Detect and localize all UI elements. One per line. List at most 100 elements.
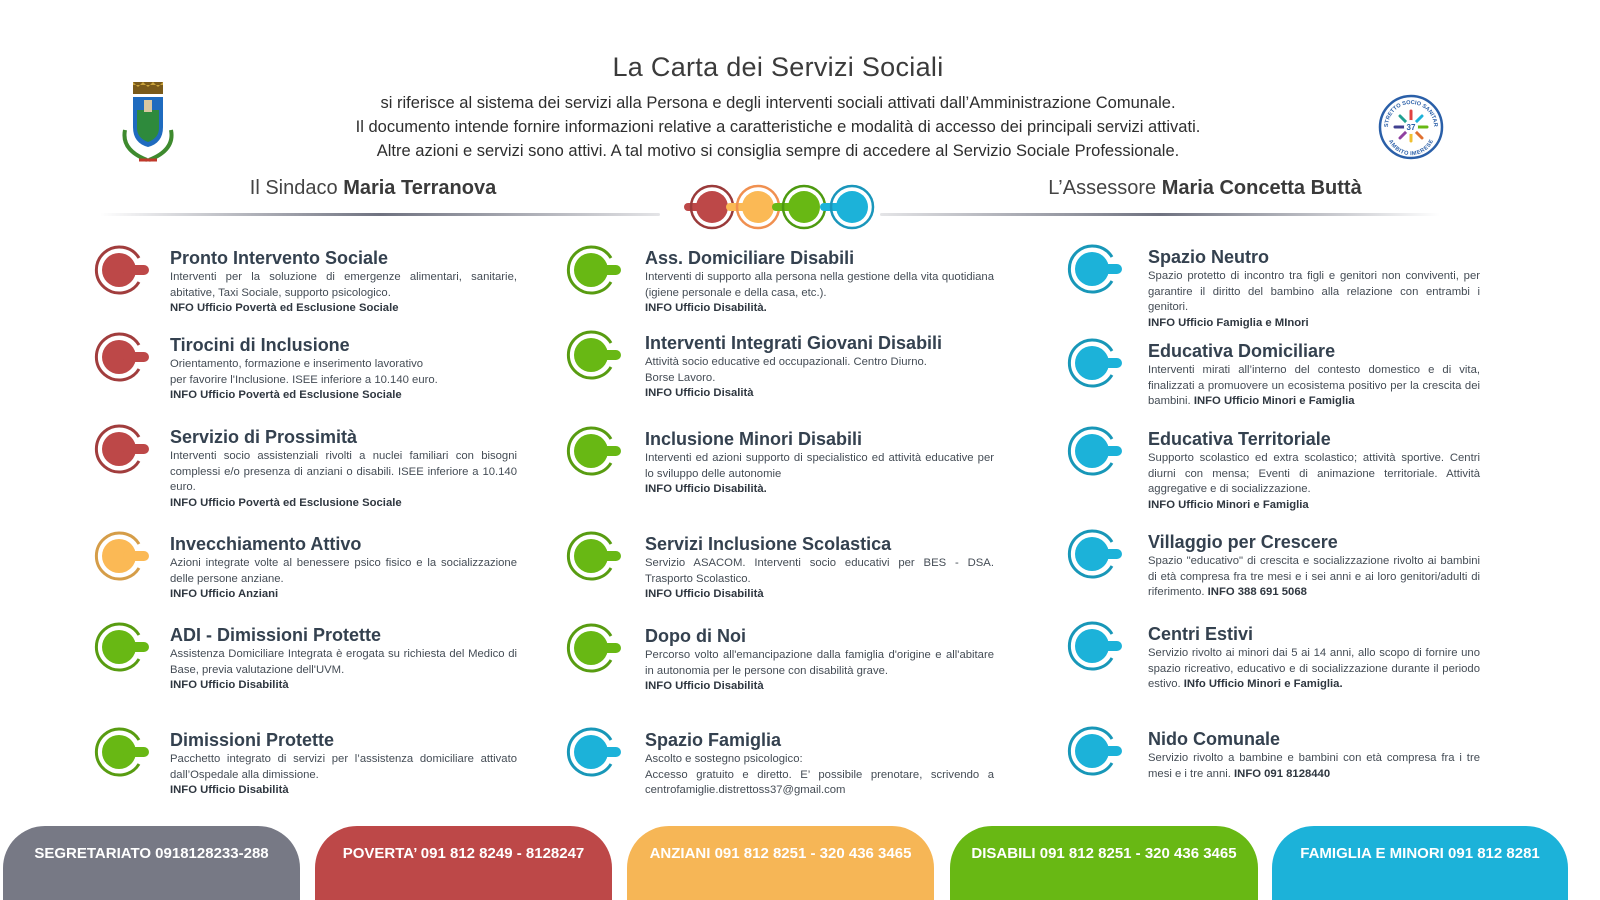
- service-desc-text: Servizio rivolto ai minori dai 5 ai 14 a…: [1148, 647, 1480, 690]
- district-37-logo: DISTRETTO SOCIO SANITARIO AMBITO IMERESE…: [1376, 90, 1444, 165]
- subtitle-line: Il documento intende fornire informazion…: [355, 118, 1201, 136]
- service-title: Interventi Integrati Giovani Disabili: [645, 333, 943, 353]
- service-info: INfo Ufficio Minori e Famiglia.: [1183, 678, 1343, 690]
- service-desc-text: Ascolto e sostegno psicologico: Accesso …: [645, 753, 994, 796]
- service-title: Villaggio per Crescere: [1148, 532, 1338, 552]
- service-title: Dopo di Noi: [645, 626, 746, 646]
- district-logo-number: 37: [1407, 123, 1416, 132]
- contact-tab[interactable]: POVERTA’ 091 812 8249 - 8128247: [315, 826, 612, 900]
- service-title: Inclusione Minori Disabili: [645, 429, 863, 449]
- service-description: Interventi ed azioni supporto di special…: [645, 451, 994, 498]
- service-info: INFO Ufficio Disabilità: [645, 588, 764, 600]
- service-title: Pronto Intervento Sociale: [170, 248, 389, 268]
- divider-left: [100, 213, 660, 216]
- service-description: Supporto scolastico ed extra scolastico;…: [1148, 451, 1480, 513]
- service-desc-text: Servizio ASACOM. Interventi socio educat…: [645, 557, 994, 585]
- service-description: Interventi socio assistenziali rivolti a…: [170, 449, 517, 511]
- service-desc-text: Assistenza Domiciliare Integrata è eroga…: [170, 648, 517, 676]
- service-description: Assistenza Domiciliare Integrata è eroga…: [170, 647, 517, 694]
- service-title: Servizio di Prossimità: [170, 427, 358, 447]
- service-bullet-icon: [93, 244, 151, 301]
- service-bullet-icon: [1066, 337, 1124, 394]
- service-title: Servizi Inclusione Scolastica: [645, 534, 892, 554]
- service-title: Centri Estivi: [1148, 624, 1254, 644]
- service-description: Percorso volto all'emancipazione dalla f…: [645, 648, 994, 695]
- contact-tab[interactable]: ANZIANI 091 812 8251 - 320 436 3465: [627, 826, 934, 900]
- service-info: INFO Ufficio Disalità: [645, 387, 754, 399]
- service-desc-text: Spazio "educativo" di crescita e sociali…: [1148, 555, 1480, 598]
- service-description: Attività socio educative ed occupazional…: [645, 355, 994, 402]
- contact-tab[interactable]: FAMIGLIA E MINORI 091 812 8281: [1272, 826, 1568, 900]
- service-bullet-icon: [1066, 243, 1124, 300]
- service-desc-text: Servizio rivolto a bambine e bambini con…: [1148, 752, 1480, 780]
- service-bullet-icon: [93, 726, 151, 783]
- service-desc-text: Azioni integrate volte al benessere psic…: [170, 557, 517, 585]
- service-description: Orientamento, formazione e inserimento l…: [170, 357, 517, 404]
- mayor-signature: Il Sindaco Maria Terranova: [93, 177, 653, 200]
- service-description: Spazio "educativo" di crescita e sociali…: [1148, 554, 1480, 601]
- service-info: NFO Ufficio Povertà ed Esclusione Social…: [170, 302, 399, 314]
- service-title: Ass. Domiciliare Disabili: [645, 248, 855, 268]
- service-info: INFO Ufficio Disabilità: [645, 680, 764, 692]
- service-bullet-icon: [1066, 725, 1124, 782]
- service-desc-text: Interventi di supporto alla persona nell…: [645, 271, 994, 299]
- service-desc-text: Percorso volto all'emancipazione dalla f…: [645, 649, 994, 677]
- service-bullet-icon: [565, 622, 623, 679]
- color-dots-emblem: [680, 182, 880, 239]
- service-description: Servizio rivolto a bambine e bambini con…: [1148, 751, 1480, 782]
- service-desc-text: Orientamento, formazione e inserimento l…: [170, 358, 438, 386]
- service-info: INFO Ufficio Minori e Famiglia: [1148, 498, 1309, 511]
- service-desc-text: Attività socio educative ed occupazional…: [645, 356, 927, 384]
- service-title: Nido Comunale: [1148, 729, 1281, 749]
- mayor-name: Maria Terranova: [343, 177, 497, 199]
- service-description: Interventi di supporto alla persona nell…: [645, 270, 994, 317]
- service-info: INFO 091 8128440: [1234, 767, 1331, 780]
- service-desc-text: Spazio protetto di incontro tra figli e …: [1148, 270, 1480, 313]
- service-description: Pacchetto integrato di servizi per l’ass…: [170, 752, 517, 799]
- service-description: Spazio protetto di incontro tra figli e …: [1148, 269, 1480, 331]
- service-info: INFO Ufficio Famiglia e MInori: [1148, 316, 1309, 329]
- service-bullet-icon: [565, 425, 623, 482]
- service-info: INFO Ufficio Disabilità.: [645, 302, 767, 314]
- contact-tab[interactable]: DISABILI 091 812 8251 - 320 436 3465: [950, 826, 1258, 900]
- service-bullet-icon: [1066, 425, 1124, 482]
- service-title: Spazio Famiglia: [645, 730, 782, 750]
- subtitle-line: si riferisce al sistema dei servizi alla…: [380, 94, 1176, 112]
- service-title: Dimissioni Protette: [170, 730, 335, 750]
- service-description: Servizio rivolto ai minori dai 5 ai 14 a…: [1148, 646, 1480, 693]
- assessor-name: Maria Concetta Buttà: [1161, 177, 1362, 199]
- service-bullet-icon: [565, 329, 623, 386]
- service-bullet-icon: [565, 530, 623, 587]
- service-bullet-icon: [565, 726, 623, 783]
- service-description: Servizio ASACOM. Interventi socio educat…: [645, 556, 994, 603]
- service-desc-text: Interventi mirati all’interno del contes…: [1148, 364, 1480, 407]
- service-title: Invecchiamento Attivo: [170, 534, 362, 554]
- assessor-role: L’Assessore: [1048, 177, 1157, 199]
- service-bullet-icon: [1066, 528, 1124, 585]
- service-description: Azioni integrate volte al benessere psic…: [170, 556, 517, 603]
- dot-blue-icon: [820, 184, 875, 230]
- service-desc-text: Interventi ed azioni supporto di special…: [645, 452, 994, 480]
- service-description: Ascolto e sostegno psicologico: Accesso …: [645, 752, 994, 799]
- service-bullet-icon: [93, 530, 151, 587]
- service-desc-text: Supporto scolastico ed extra scolastico;…: [1148, 452, 1480, 495]
- service-title: Spazio Neutro: [1148, 247, 1270, 267]
- subtitle-line: Altre azioni e servizi sono attivi. A ta…: [376, 142, 1180, 160]
- page-title: La Carta dei Servizi Sociali: [612, 52, 944, 82]
- service-title: Educativa Territoriale: [1148, 429, 1331, 449]
- mayor-role: Il Sindaco: [249, 177, 338, 199]
- service-description: Interventi mirati all’interno del contes…: [1148, 363, 1480, 410]
- service-info: INFO Ufficio Disabilità: [170, 679, 289, 691]
- municipal-crest-logo: [117, 80, 179, 173]
- service-info: INFO Ufficio Disabilità: [170, 784, 289, 796]
- dot-green-icon: [772, 184, 827, 230]
- service-info: INFO Ufficio Povertà ed Esclusione Socia…: [170, 389, 402, 401]
- service-info: INFO 388 691 5068: [1207, 586, 1307, 598]
- contact-tab[interactable]: SEGRETARIATO 0918128233-288: [3, 826, 300, 900]
- service-bullet-icon: [1066, 620, 1124, 677]
- service-bullet-icon: [93, 423, 151, 480]
- assessor-signature: L’Assessore Maria Concetta Buttà: [925, 177, 1485, 200]
- divider-right: [880, 213, 1440, 216]
- service-info: INFO Ufficio Anziani: [170, 588, 279, 600]
- service-desc-text: Interventi socio assistenziali rivolti a…: [170, 450, 517, 493]
